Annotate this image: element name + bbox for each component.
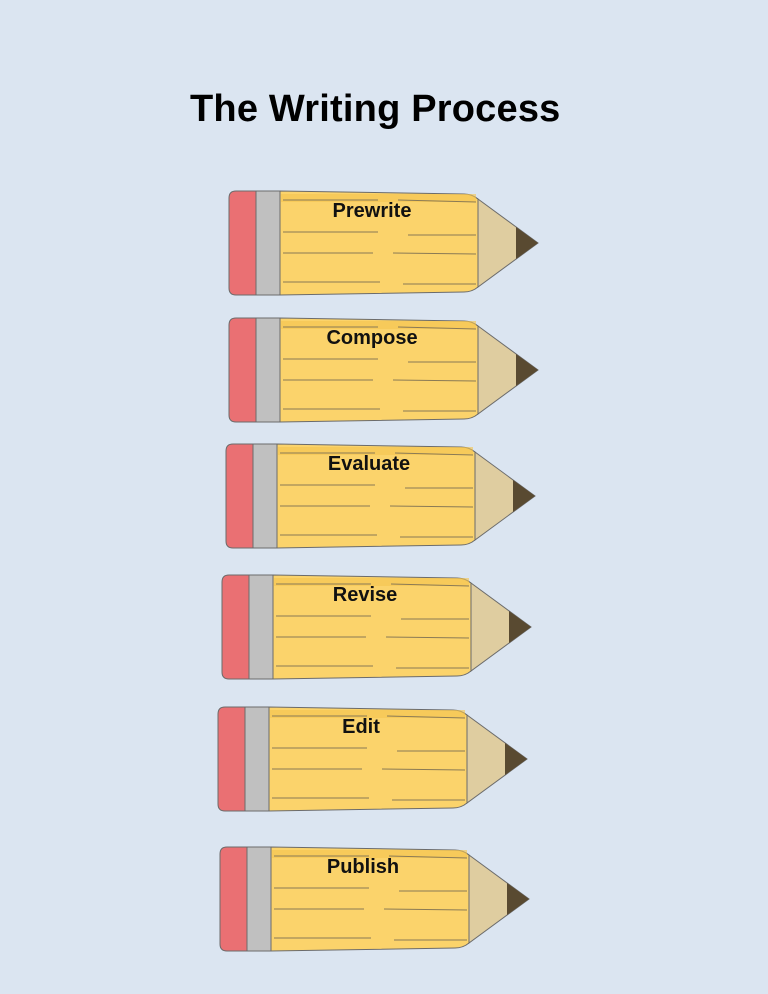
pencil-step-evaluate: Evaluate [225,443,537,549]
step-label: Edit [342,716,380,738]
pencil-icon [219,846,530,952]
step-label: Evaluate [327,453,411,475]
pencil-icon [228,317,539,423]
pencil-step-edit: Edit [217,706,529,812]
step-label: Prewrite [332,200,412,222]
pencil-icon [221,574,532,680]
pencil-step-revise: Revise [221,574,533,680]
page-title: The Writing Process [190,88,561,130]
step-label: Compose [326,327,418,349]
pencil-icon [217,706,528,812]
pencil-step-prewrite: Prewrite [228,190,540,296]
pencil-step-compose: Compose [228,317,540,423]
pencil-step-publish: Publish [219,846,531,952]
step-label: Publish [326,856,400,878]
pencil-icon [228,190,539,296]
step-label: Revise [332,584,398,606]
pencil-icon [225,443,536,549]
